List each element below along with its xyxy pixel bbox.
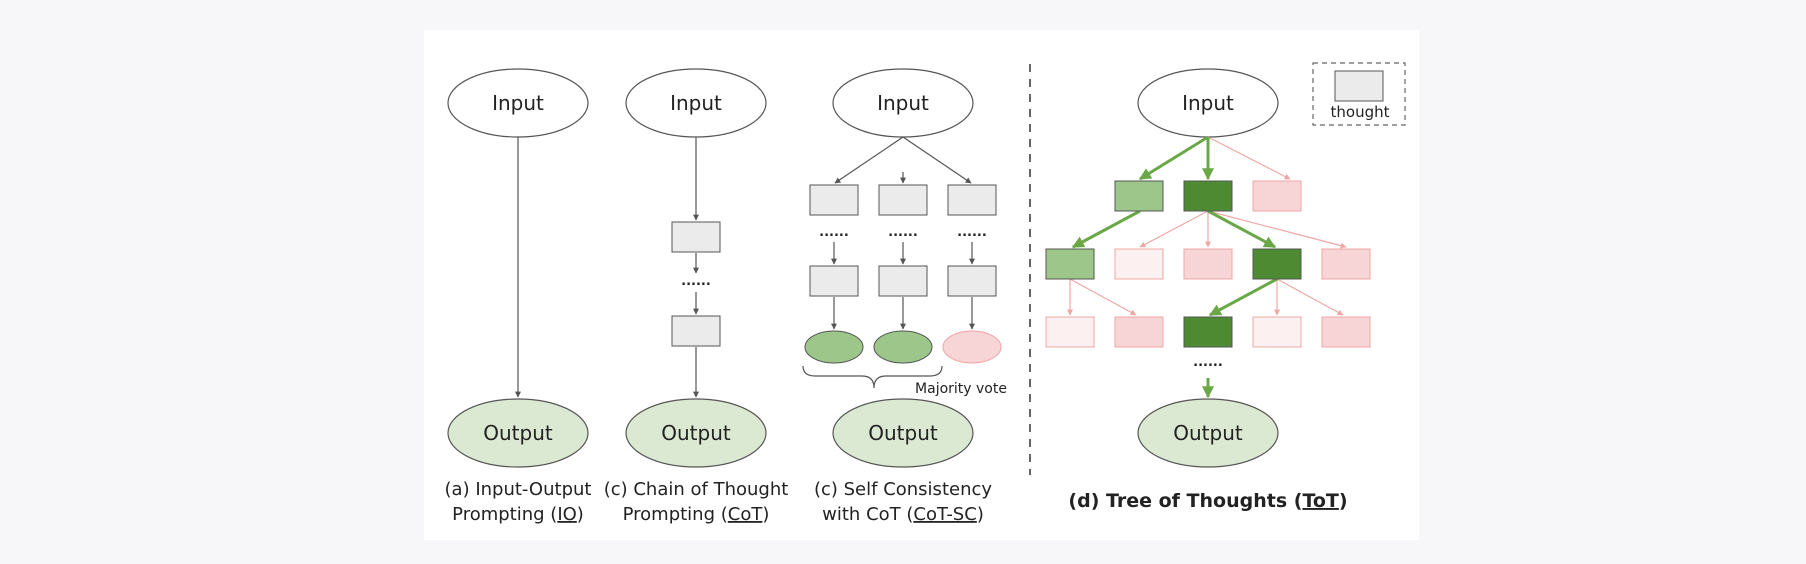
legend-thought-swatch bbox=[1334, 70, 1384, 102]
cotsc-thought-3a bbox=[947, 184, 997, 216]
cot-input-label: Input bbox=[670, 91, 722, 115]
tot-thought-l1-2 bbox=[1183, 180, 1233, 212]
tot-dots: ...... bbox=[1193, 355, 1223, 370]
tot-edge-explored bbox=[1208, 277, 1278, 317]
cotsc-fan-left bbox=[834, 136, 904, 184]
cot-thought-2 bbox=[671, 315, 721, 347]
legend: thought bbox=[1312, 62, 1406, 126]
tot-edge-pruned bbox=[1069, 278, 1137, 316]
tot-thought-l3-3 bbox=[1183, 316, 1233, 348]
tot-edge-explored bbox=[1138, 135, 1209, 181]
cotsc-dots-2: ...... bbox=[888, 225, 918, 240]
panel-tot: Input ...... Output bbox=[1045, 68, 1371, 512]
cot-thought-1 bbox=[671, 221, 721, 253]
tot-thought-l3-2 bbox=[1114, 316, 1164, 348]
panel-cotsc: Input ...... ...... ...... Majority vote… bbox=[802, 68, 1007, 525]
panel-cot: Input ...... Output (c) Chain of Thought… bbox=[604, 68, 789, 525]
panel-io: Input Output (a) Input-Output Prompting … bbox=[445, 68, 592, 525]
tot-thought-l1-1 bbox=[1114, 180, 1164, 212]
cotsc-caption-line1: (c) Self Consistency bbox=[814, 479, 992, 500]
cot-output-node bbox=[625, 398, 767, 468]
tot-thought-l2-5 bbox=[1321, 248, 1371, 280]
cotsc-caption-line2: with CoT (CoT-SC) bbox=[822, 504, 984, 525]
legend-thought-label: thought bbox=[1331, 103, 1390, 121]
cotsc-input-label: Input bbox=[877, 91, 929, 115]
tot-thought-l3-4 bbox=[1252, 316, 1302, 348]
tot-edge-pruned bbox=[1207, 136, 1291, 180]
majority-vote-label: Majority vote bbox=[915, 381, 1007, 397]
cotsc-output-label: Output bbox=[868, 421, 938, 445]
cotsc-answer-1 bbox=[804, 330, 864, 364]
cotsc-thought-2a bbox=[878, 184, 928, 216]
tot-output-label: Output bbox=[1173, 421, 1243, 445]
tot-thought-l3-1 bbox=[1045, 316, 1095, 348]
cotsc-thought-2b bbox=[878, 265, 928, 297]
cotsc-thought-1b bbox=[809, 265, 859, 297]
tot-output-node bbox=[1137, 398, 1279, 468]
io-output-label: Output bbox=[483, 421, 553, 445]
tot-thought-l2-3 bbox=[1183, 248, 1233, 280]
tot-edge-pruned bbox=[1276, 278, 1344, 316]
tot-edge-pruned bbox=[1139, 210, 1209, 248]
cotsc-output-node bbox=[832, 398, 974, 468]
cotsc-answer-3 bbox=[942, 330, 1002, 364]
tot-edge-explored bbox=[1207, 209, 1277, 249]
tot-thought-l1-3 bbox=[1252, 180, 1302, 212]
cotsc-dots-1: ...... bbox=[819, 225, 849, 240]
tot-caption: (d) Tree of Thoughts (ToT) bbox=[1068, 490, 1347, 512]
cot-caption-line1: (c) Chain of Thought bbox=[604, 479, 789, 500]
cotsc-answer-2 bbox=[873, 330, 933, 364]
cotsc-thought-3b bbox=[947, 265, 997, 297]
io-caption-line2: Prompting (IO) bbox=[452, 504, 584, 525]
tot-thought-l2-2 bbox=[1114, 248, 1164, 280]
cot-caption-line2: Prompting (CoT) bbox=[623, 504, 770, 525]
tot-edge-explored bbox=[1071, 209, 1141, 249]
tot-input-label: Input bbox=[1182, 91, 1234, 115]
majority-vote-brace bbox=[802, 365, 943, 389]
cotsc-fan-right bbox=[902, 136, 972, 184]
cot-dots: ...... bbox=[681, 274, 711, 289]
io-output-node bbox=[447, 398, 589, 468]
tot-edge-pruned bbox=[1207, 210, 1347, 249]
cotsc-dots-3: ...... bbox=[957, 225, 987, 240]
cotsc-thought-1a bbox=[809, 184, 859, 216]
tot-thought-l3-5 bbox=[1321, 316, 1371, 348]
tot-thought-l2-1 bbox=[1045, 248, 1095, 280]
io-caption-line1: (a) Input-Output bbox=[445, 479, 592, 500]
cot-output-label: Output bbox=[661, 421, 731, 445]
io-input-label: Input bbox=[492, 91, 544, 115]
tot-thought-l2-4 bbox=[1252, 248, 1302, 280]
